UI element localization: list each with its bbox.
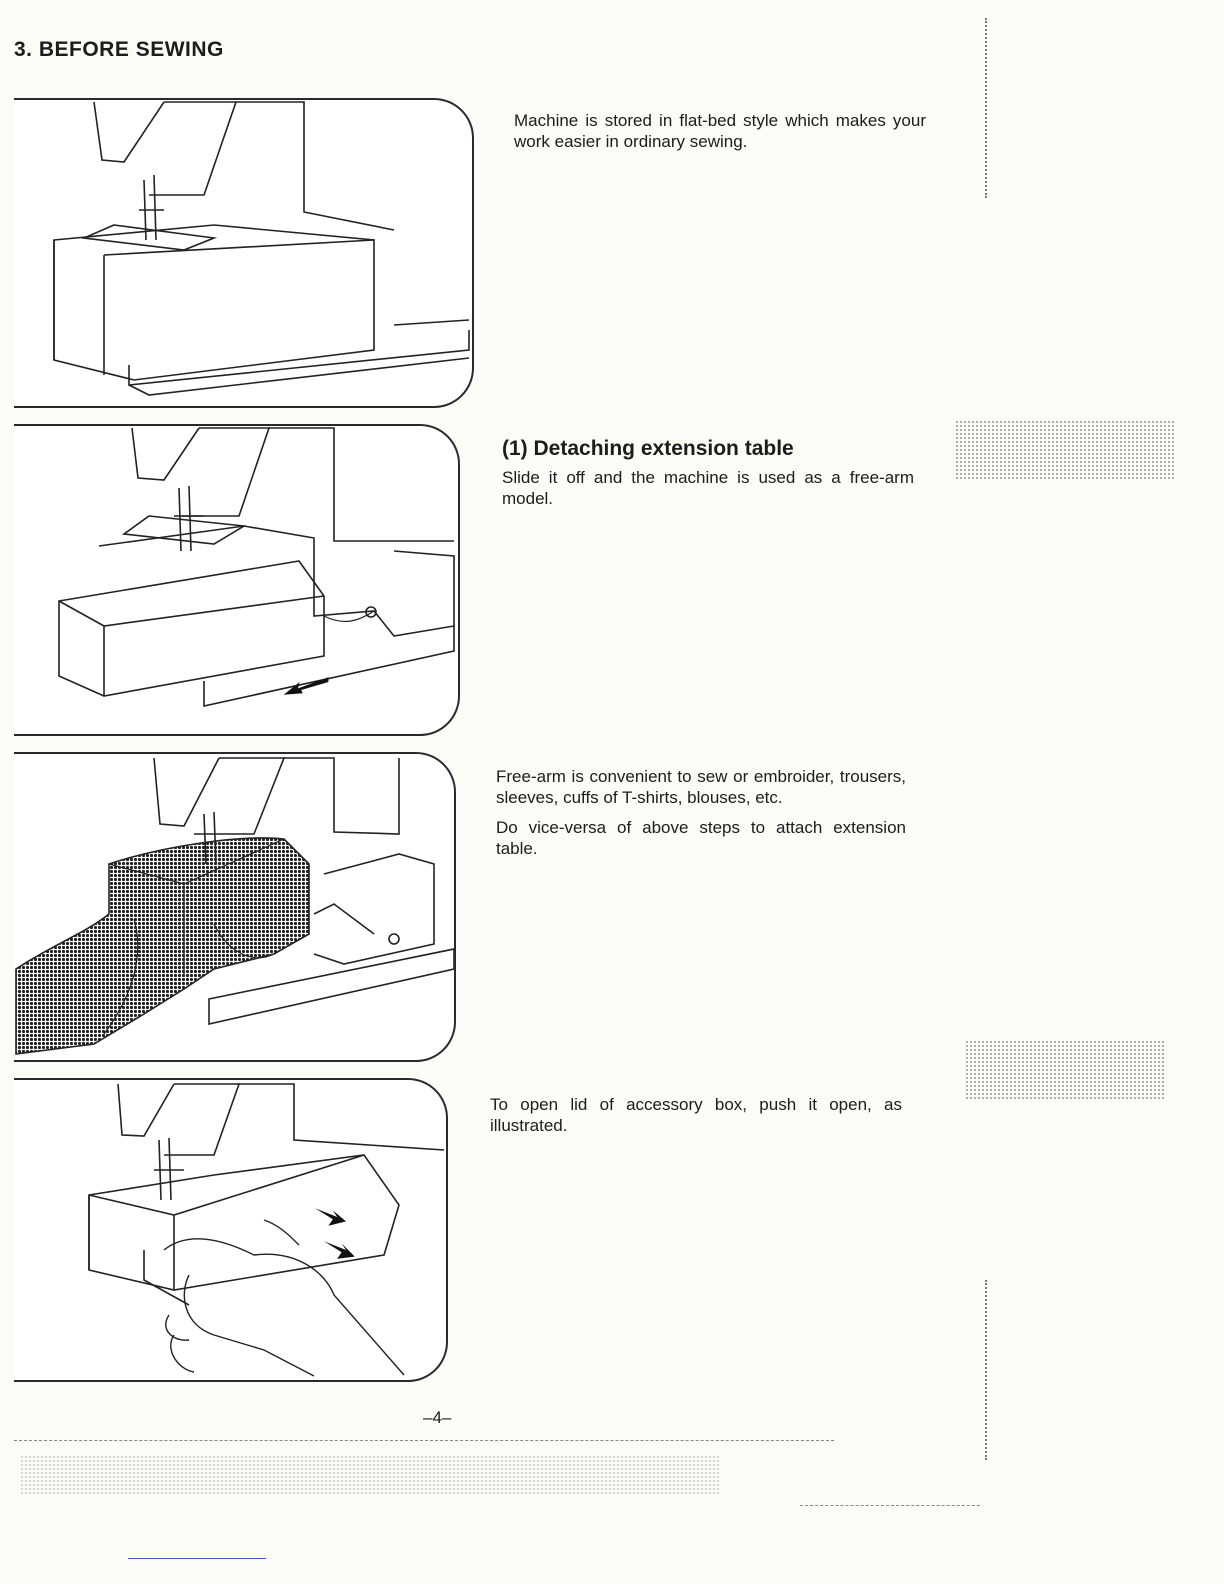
scan-edge-mark [985, 1280, 988, 1460]
scan-edge-mark [985, 18, 988, 198]
section-paragraph: Do vice-versa of above steps to attach e… [496, 818, 906, 858]
scan-noise [955, 420, 1175, 480]
illustration-accessory-box [14, 1078, 448, 1382]
section-accessory-box: To open lid of accessory box, push it op… [490, 1094, 902, 1145]
blue-rule [128, 1558, 266, 1559]
section-heading: (1) Detaching extension table [502, 437, 794, 460]
section-paragraph: Free-arm is convenient to sew or embroid… [496, 767, 906, 807]
illustration-flat-bed [14, 98, 474, 408]
section-free-arm: Free-arm is convenient to sew or embroid… [496, 766, 906, 868]
sewing-machine-free-arm-icon [15, 757, 454, 1055]
section-paragraph: To open lid of accessory box, push it op… [490, 1095, 902, 1135]
arrow-push-icon [315, 1208, 355, 1259]
illustration-free-arm [14, 752, 456, 1062]
page-title: 3. BEFORE SEWING [14, 38, 224, 61]
section-paragraph: Machine is stored in flat-bed style whic… [514, 111, 926, 151]
sewing-machine-detach-icon [58, 427, 455, 707]
sewing-machine-flat-bed-icon [53, 101, 470, 396]
scan-noise [20, 1455, 720, 1495]
section-paragraph: Slide it off and the machine is used as … [502, 468, 914, 508]
illustration-detaching-table [14, 424, 460, 736]
arrow-left-icon [283, 677, 329, 695]
scan-noise [965, 1040, 1165, 1100]
sewing-machine-accessory-box-icon [88, 1083, 445, 1377]
page-number: –4– [423, 1408, 452, 1427]
scan-noise-line [14, 1440, 834, 1441]
scan-noise-line [800, 1505, 980, 1506]
section-detaching-table: (1) Detaching extension table Slide it o… [502, 438, 914, 518]
section-flat-bed: Machine is stored in flat-bed style whic… [514, 110, 926, 161]
